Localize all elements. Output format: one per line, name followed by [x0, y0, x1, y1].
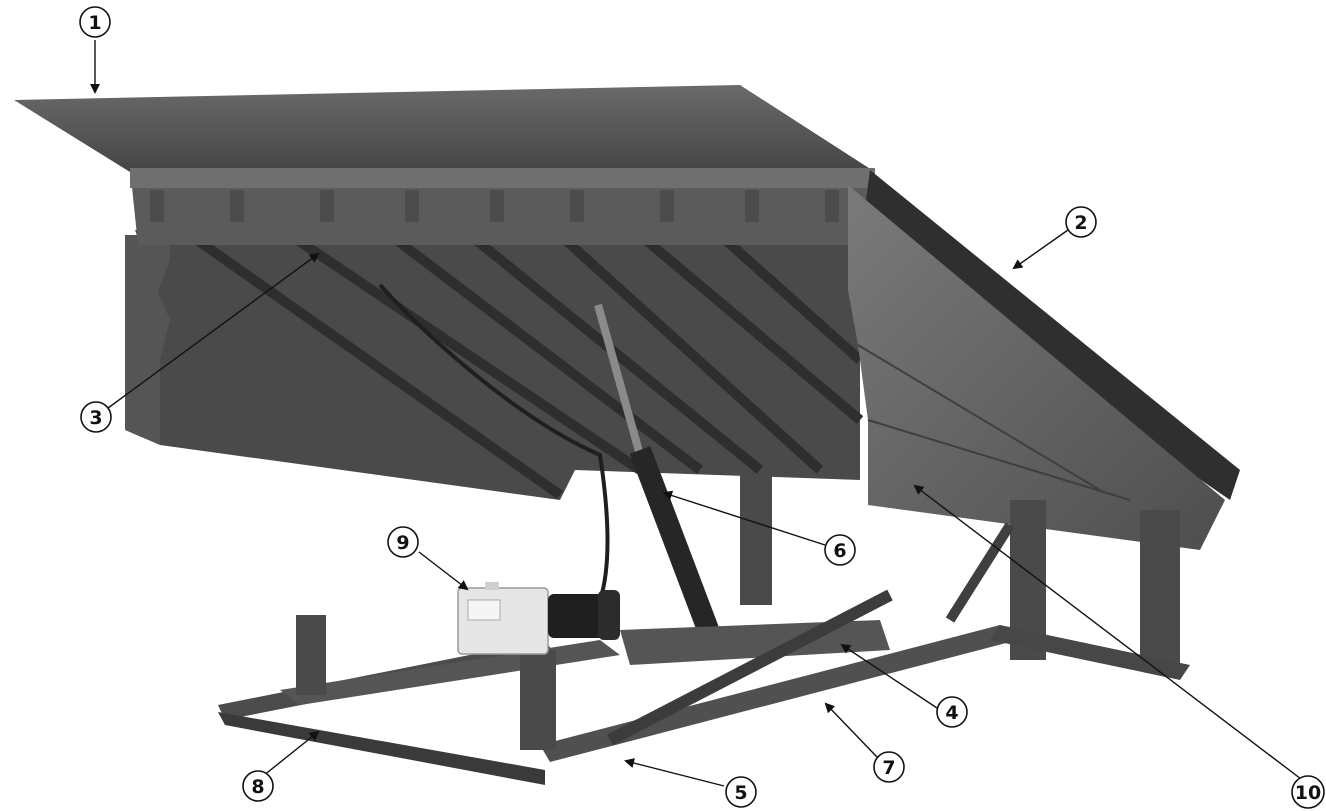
callout-4-number: 4	[945, 702, 958, 724]
callout-8-number: 8	[251, 776, 264, 798]
toe-guard-seam-a	[857, 344, 1101, 491]
callout-3: 3	[80, 401, 112, 433]
callout-7: 7	[873, 751, 905, 783]
callout-1-number: 1	[88, 12, 101, 34]
hinge-knuckles	[150, 190, 839, 222]
callout-5: 5	[725, 776, 757, 808]
callout-5-number: 5	[734, 782, 747, 804]
front-bracket-left	[296, 615, 326, 695]
maintenance-strut	[607, 589, 893, 746]
leader-lines	[90, 40, 1306, 787]
toe-guard	[848, 185, 1225, 550]
rear-brace	[945, 522, 1015, 623]
deck-plate	[14, 85, 875, 172]
cylinder-rod	[594, 303, 644, 457]
leader-3	[107, 252, 320, 409]
callout-7-number: 7	[882, 757, 895, 779]
callouts: 1 2 3 4 5 6 7 8	[79, 6, 1325, 809]
leader-8	[262, 730, 320, 777]
underside-web	[135, 230, 860, 500]
leader-4	[840, 643, 938, 709]
callout-10: 10	[1291, 775, 1325, 809]
base-rear-rail	[990, 625, 1190, 680]
leader-6	[662, 490, 826, 546]
pump-motor	[548, 594, 608, 638]
motor-endcap	[598, 590, 620, 640]
leader-2	[1012, 229, 1069, 270]
callout-6: 6	[824, 534, 856, 566]
callout-4: 4	[936, 696, 968, 728]
callout-8: 8	[242, 770, 274, 802]
reservoir-cap	[485, 582, 499, 590]
base-rail-left	[280, 640, 620, 705]
callout-2-number: 2	[1074, 212, 1087, 234]
rear-post-left	[740, 475, 772, 605]
right-deck-edge	[860, 170, 1240, 500]
leader-9	[418, 551, 469, 591]
rear-post-right	[1140, 510, 1180, 670]
callout-9-number: 9	[396, 532, 409, 554]
oil-reservoir	[457, 587, 549, 655]
hydraulic-hose	[378, 283, 610, 601]
toe-guard-seam-b	[867, 419, 1131, 501]
callout-10-number: 10	[1295, 782, 1321, 804]
left-skirt	[125, 235, 170, 445]
base-rail-right	[540, 625, 1010, 762]
leader-10	[913, 484, 1306, 783]
leveler-illustration	[14, 85, 1240, 785]
leader-7	[824, 702, 878, 758]
power-unit	[457, 582, 620, 655]
callout-1: 1	[79, 6, 111, 38]
callout-6-number: 6	[833, 540, 846, 562]
callout-3-number: 3	[89, 407, 102, 429]
leader-5	[624, 758, 725, 787]
hinge-tube	[130, 168, 875, 188]
front-bracket-right	[520, 650, 556, 750]
callout-9: 9	[387, 526, 419, 558]
base-plate-front	[218, 712, 545, 785]
cylinder-body	[629, 446, 723, 644]
reservoir-label	[467, 599, 501, 621]
callout-2: 2	[1065, 206, 1097, 238]
